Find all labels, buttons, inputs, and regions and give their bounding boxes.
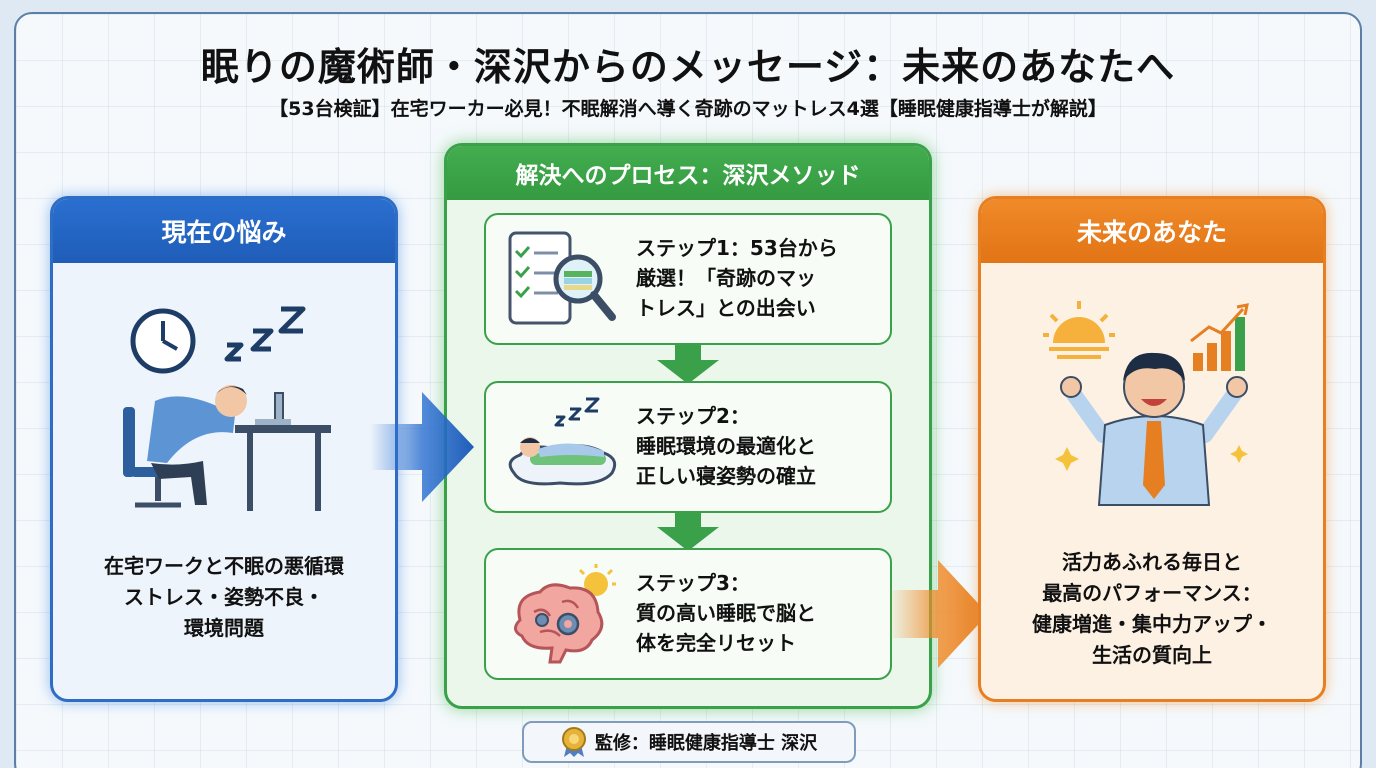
future-you-heading: 未来のあなた bbox=[981, 199, 1323, 263]
down-arrow-2-icon bbox=[657, 511, 719, 551]
current-problems-panel: 現在の悩み 在宅ワークと不眠の悪循環 ストレス・姿勢 bbox=[50, 196, 398, 702]
page-subtitle: 【53台検証】在宅ワーカー必見！不眠解消へ導く奇跡のマットレス4選【睡眠健康指導… bbox=[269, 98, 1107, 120]
problem-line-3: 環境問題 bbox=[184, 616, 264, 640]
sleepy-worker-illustration bbox=[123, 306, 331, 511]
step-2-line-1: ステップ2： bbox=[636, 404, 750, 428]
blue-right-arrow-icon bbox=[370, 392, 474, 502]
step-3-line-2: 質の高い睡眠で脳と bbox=[636, 601, 816, 625]
supervisor-badge: 監修：睡眠健康指導士 深沢 bbox=[522, 721, 856, 763]
supervisor-label: 監修：睡眠健康指導士 深沢 bbox=[594, 733, 818, 754]
future-line-1: 活力あふれる毎日と bbox=[1062, 550, 1242, 574]
problem-line-2: ストレス・姿勢不良・ bbox=[124, 585, 324, 609]
step-3-line-1: ステップ3： bbox=[636, 571, 750, 595]
step-3-card: ステップ3： 質の高い睡眠で脳と 体を完全リセット bbox=[484, 548, 892, 680]
step-1-line-2: 厳選！「奇跡のマッ bbox=[636, 266, 816, 290]
future-line-2: 最高のパフォーマンス： bbox=[1042, 581, 1262, 605]
step-1-card: ステップ1：53台から 厳選！「奇跡のマッ トレス」との出会い bbox=[484, 213, 892, 345]
problem-line-1: 在宅ワークと不眠の悪循環 bbox=[104, 554, 344, 578]
future-you-panel: 未来のあなた bbox=[978, 196, 1326, 702]
sleeping-on-mattress-icon bbox=[508, 397, 617, 486]
future-line-3: 健康増進・集中力アップ・ bbox=[1032, 612, 1272, 636]
zzz-icon bbox=[224, 306, 306, 362]
sun-icon bbox=[1043, 301, 1115, 359]
step-2-line-3: 正しい寝姿勢の確立 bbox=[636, 464, 816, 488]
step-2-card: ステップ2： 睡眠環境の最適化と 正しい寝姿勢の確立 bbox=[484, 381, 892, 513]
current-problems-heading: 現在の悩み bbox=[53, 199, 395, 263]
down-arrow-1-icon bbox=[657, 344, 719, 384]
orange-right-arrow-icon bbox=[888, 560, 988, 668]
medal-icon bbox=[561, 727, 586, 757]
brain-reset-icon bbox=[514, 564, 616, 664]
checklist-magnifier-icon bbox=[508, 231, 616, 325]
energetic-person-illustration bbox=[1043, 301, 1249, 506]
page-title: 眠りの魔術師・深沢からのメッセージ：未来のあなたへ bbox=[200, 45, 1176, 89]
solution-process-heading: 解決へのプロセス：深沢メソッド bbox=[447, 146, 929, 200]
step-1-line-3: トレス」との出会い bbox=[636, 296, 816, 320]
step-2-line-2: 睡眠環境の最適化と bbox=[636, 434, 816, 458]
step-3-line-3: 体を完全リセット bbox=[636, 631, 796, 655]
step-1-line-1: ステップ1：53台から bbox=[636, 236, 838, 260]
clock-icon bbox=[130, 308, 196, 374]
future-line-4: 生活の質向上 bbox=[1092, 643, 1212, 667]
growth-chart-icon bbox=[1190, 303, 1249, 371]
